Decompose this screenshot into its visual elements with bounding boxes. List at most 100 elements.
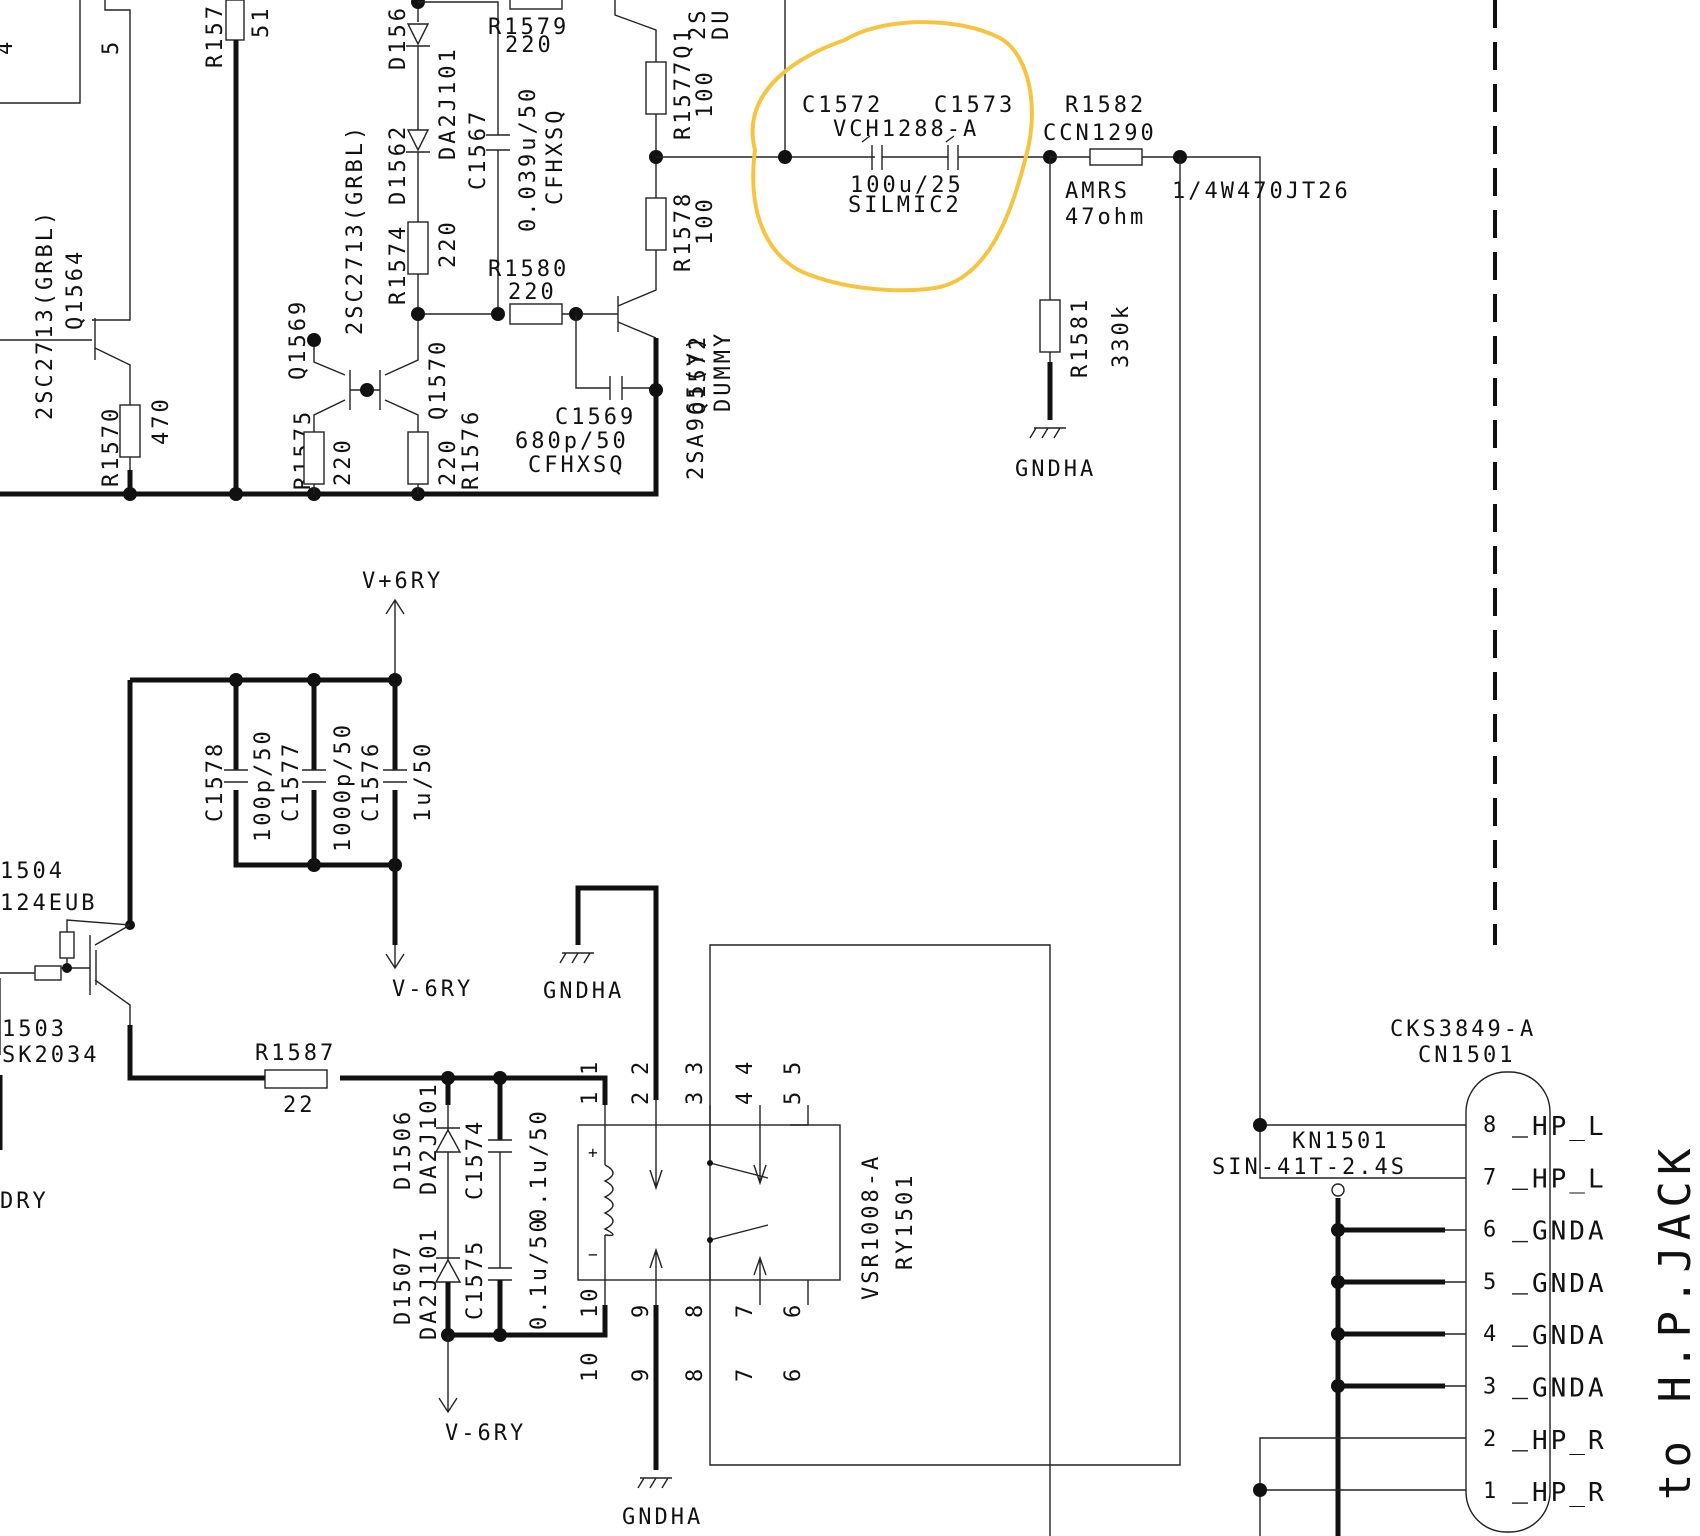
- r157x-resistor: [225, 0, 245, 41]
- q1569-type-label: 2SC2713(GRBL): [343, 124, 368, 335]
- junction: [1253, 1483, 1267, 1497]
- relay-pin-bottom-9: 9: [629, 1366, 654, 1382]
- r1581-resistor: [1039, 299, 1061, 353]
- bus-gndha-2: [575, 885, 659, 1100]
- relay-pin-bottom-inner-9: 9: [629, 1302, 654, 1318]
- supply-capacitors: [224, 769, 407, 783]
- c1567-value: 0.039u/50: [516, 86, 541, 232]
- relay-pin-bottom-inner-10: 10: [578, 1286, 603, 1319]
- open-terminal: [1331, 1183, 1345, 1197]
- junction: [707, 1237, 713, 1243]
- junction: [1253, 1118, 1267, 1132]
- junction: [1331, 1223, 1345, 1237]
- q1503-symbol: [89, 924, 131, 1025]
- junction: [360, 383, 374, 397]
- junction: [229, 487, 243, 501]
- r1578-resistor: [645, 197, 667, 251]
- relay-contacts: [709, 1162, 769, 1241]
- ccn-label: CCN1290: [1043, 121, 1157, 146]
- connector-signal-5: GNDA: [1532, 1269, 1607, 1299]
- wire-r1582: [1050, 156, 1261, 1125]
- c1575-label: C1575: [463, 1239, 488, 1320]
- r1575-value: 220: [331, 437, 356, 486]
- c1576-value: 1u/50: [411, 741, 436, 822]
- relay-pin-top-3: 3: [683, 1059, 708, 1075]
- gnd-symbol-3: [637, 1477, 672, 1489]
- junction: [1331, 1275, 1345, 1289]
- r1576-resistor: [407, 431, 429, 485]
- c1569-type: CFHXSQ: [528, 453, 625, 478]
- junction: [307, 673, 321, 687]
- relay-pin-top-inner-4: 4: [733, 1089, 758, 1105]
- highlight-circle: [750, 20, 1034, 293]
- gndha-label-3: GNDHA: [622, 1505, 703, 1530]
- junction: [307, 858, 321, 872]
- connector-signal-2: HP_R: [1532, 1426, 1607, 1456]
- relay-pin-bottom-inner-7: 7: [733, 1302, 758, 1318]
- junction: [649, 383, 663, 397]
- r1580-label: R1580: [488, 257, 569, 282]
- c1578-label: C1578: [203, 741, 228, 822]
- da2j101-b-label: DA2J101: [417, 1226, 442, 1340]
- q1570-pins: [384, 314, 419, 432]
- junction: [123, 487, 137, 501]
- vminus-label-1: V-6RY: [392, 977, 473, 1002]
- relay-pin-bottom-10: 10: [578, 1350, 603, 1383]
- r1574-resistor: [407, 221, 429, 275]
- relay-top-pins: [604, 1100, 809, 1191]
- junction: [491, 307, 505, 321]
- r1574-value: 220: [436, 219, 461, 268]
- q1564-type-label: 2SC2713(GRBL): [33, 209, 58, 420]
- q1577-label: R1577Q1: [671, 26, 696, 140]
- q1572-dummy: DUMMY: [711, 331, 736, 412]
- coil-minus: −: [588, 1245, 601, 1264]
- junction: [388, 673, 402, 687]
- r1577-resistor: [645, 61, 667, 115]
- connector-signal-3: GNDA: [1532, 1374, 1607, 1404]
- connector-body: [1465, 1071, 1551, 1533]
- q1570-label: Q1570: [426, 339, 451, 420]
- wire-relay-loop: [709, 157, 1181, 1536]
- c1574-value: 0.1u/50: [527, 1108, 552, 1222]
- wire-q1577: [614, 0, 657, 62]
- connector-signal-1: HP_R: [1532, 1478, 1607, 1508]
- relay-pin-top-inner-5: 5: [781, 1089, 806, 1105]
- c1578-value: 100p/50: [251, 728, 276, 842]
- gnd-symbol-2: [559, 952, 594, 964]
- wire-c1569: [575, 314, 610, 389]
- r1579-value: 220: [505, 33, 554, 58]
- relay-pin-bottom-inner-8: 8: [683, 1302, 708, 1318]
- wire-hp-r: [1259, 1437, 1466, 1536]
- r1570-label: R1570: [99, 406, 124, 487]
- c1576-label: C1576: [359, 741, 384, 822]
- connector-pin-1: 1: [1483, 1479, 1499, 1504]
- c1574-c1575-capacitors: [488, 1139, 512, 1281]
- junction: [441, 1071, 455, 1085]
- relay-pin-bottom-7: 7: [733, 1366, 758, 1382]
- connector-signal-8: HP_L: [1532, 1112, 1607, 1142]
- connector-pin-8: 8: [1483, 1113, 1499, 1138]
- r1582-label: R1582: [1065, 93, 1146, 118]
- q1569-label: Q1569: [286, 299, 311, 380]
- connector-pin-5: 5: [1483, 1270, 1499, 1295]
- amrs-label: AMRS: [1065, 179, 1130, 204]
- c1577-label: C1577: [279, 741, 304, 822]
- r1576-value: 220: [436, 437, 461, 486]
- pin-5-label: 5: [99, 39, 124, 55]
- r1570-value: 470: [149, 396, 174, 445]
- r1587-value: 22: [283, 1093, 316, 1118]
- vminus-arrow-1: [385, 945, 405, 970]
- diode-d1506: [434, 1127, 462, 1153]
- vplus-label: V+6RY: [362, 569, 443, 594]
- connector-pin-2: 2: [1483, 1427, 1499, 1452]
- bus-diodes-bottom: [445, 1280, 608, 1338]
- q1572-type: 2SA965(Y): [684, 334, 709, 480]
- q1503-resistor: [34, 965, 62, 981]
- wire-r1574: [417, 274, 498, 315]
- r1575-resistor: [303, 431, 325, 485]
- wire-q1564-collector: [92, 0, 131, 321]
- r1577-value: 100: [693, 69, 718, 118]
- c1569-value: 680p/50: [515, 429, 629, 454]
- c1577-value: 1000p/50: [331, 722, 356, 852]
